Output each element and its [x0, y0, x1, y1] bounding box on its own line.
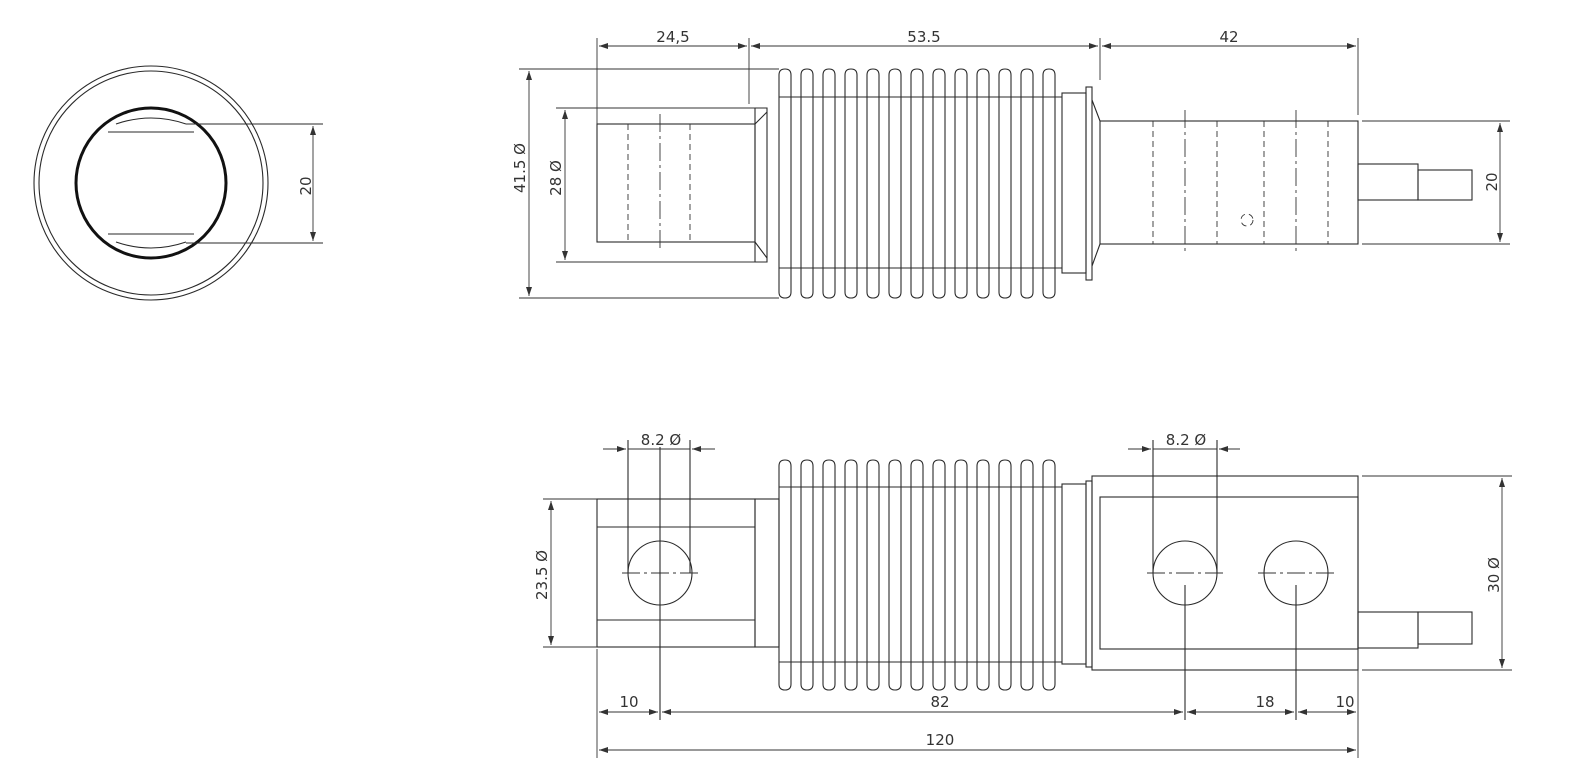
bellows-fin	[932, 68, 946, 299]
bellows-fin	[844, 459, 858, 691]
right-diameter-label: 30 Ø	[1485, 557, 1503, 593]
top-dim-3: 42	[1219, 28, 1238, 46]
bottom-dim-2: 82	[930, 693, 949, 711]
bellows-fin	[1042, 459, 1056, 691]
bellows-fin	[910, 68, 924, 299]
bellows-fin	[822, 68, 836, 299]
end-view-height-label: 20	[297, 176, 315, 195]
bellows-fin	[1042, 68, 1056, 299]
bellows-fin	[954, 68, 968, 299]
top-dim-2: 53.5	[907, 28, 940, 46]
top-view-bellows	[778, 68, 1056, 299]
bellows-fin	[888, 68, 902, 299]
end-view: 20	[33, 65, 323, 301]
overall-length-label: 120	[926, 731, 955, 749]
bellows-fin	[1020, 459, 1034, 691]
hole-dia-left-label: 8.2 Ø	[641, 431, 682, 449]
bellows-fin	[888, 459, 902, 691]
bellows-fin	[800, 68, 814, 299]
front-view: 8.2 Ø 8.2 Ø 23.5 Ø 30 Ø 10 82 18 10 120	[533, 431, 1512, 758]
bellows-fin	[1020, 68, 1034, 299]
bellows-fin	[844, 68, 858, 299]
front-view-bellows	[778, 459, 1056, 691]
bellows-fin	[998, 68, 1012, 299]
hole-dia-right-label: 8.2 Ø	[1166, 431, 1207, 449]
bellows-fin	[954, 459, 968, 691]
bellows-fin	[998, 459, 1012, 691]
top-right-height-label: 20	[1483, 172, 1501, 191]
bottom-dim-4: 10	[1335, 693, 1354, 711]
left-diameter-label: 23.5 Ø	[533, 550, 551, 600]
bellows-fin	[800, 459, 814, 691]
bellows-fin	[932, 459, 946, 691]
inner-diameter-label: 28 Ø	[547, 160, 565, 196]
bellows-fin	[910, 459, 924, 691]
bellows-fin	[822, 459, 836, 691]
bellows-fin	[976, 459, 990, 691]
bellows-fin	[778, 459, 792, 691]
bellows-fin	[976, 68, 990, 299]
bellows-fin	[866, 459, 880, 691]
top-view: 24,5 53.5 42 41.5 Ø 28 Ø 20	[511, 28, 1510, 299]
outer-diameter-label: 41.5 Ø	[511, 143, 529, 193]
bottom-dim-1: 10	[619, 693, 638, 711]
top-dim-1: 24,5	[656, 28, 689, 46]
bellows-fin	[778, 68, 792, 299]
bottom-dim-3: 18	[1255, 693, 1274, 711]
bellows-fin	[866, 68, 880, 299]
